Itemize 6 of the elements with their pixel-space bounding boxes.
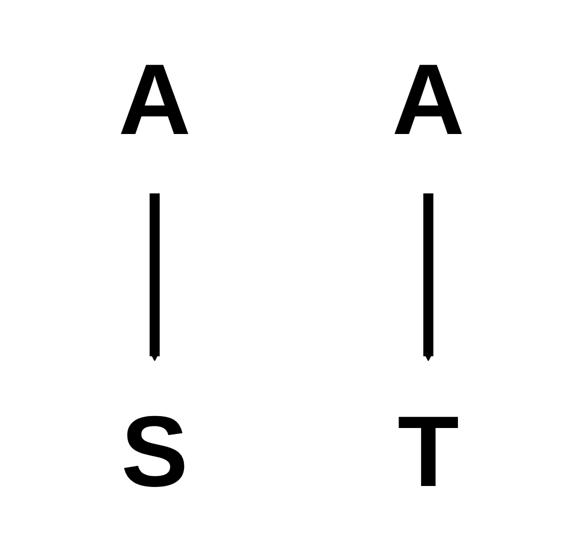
node-text: A [392,44,465,156]
arrow [423,193,434,362]
arrow [150,193,160,362]
node-text: S [121,396,188,508]
node-text: A [118,44,191,156]
node-text: T [398,396,460,508]
